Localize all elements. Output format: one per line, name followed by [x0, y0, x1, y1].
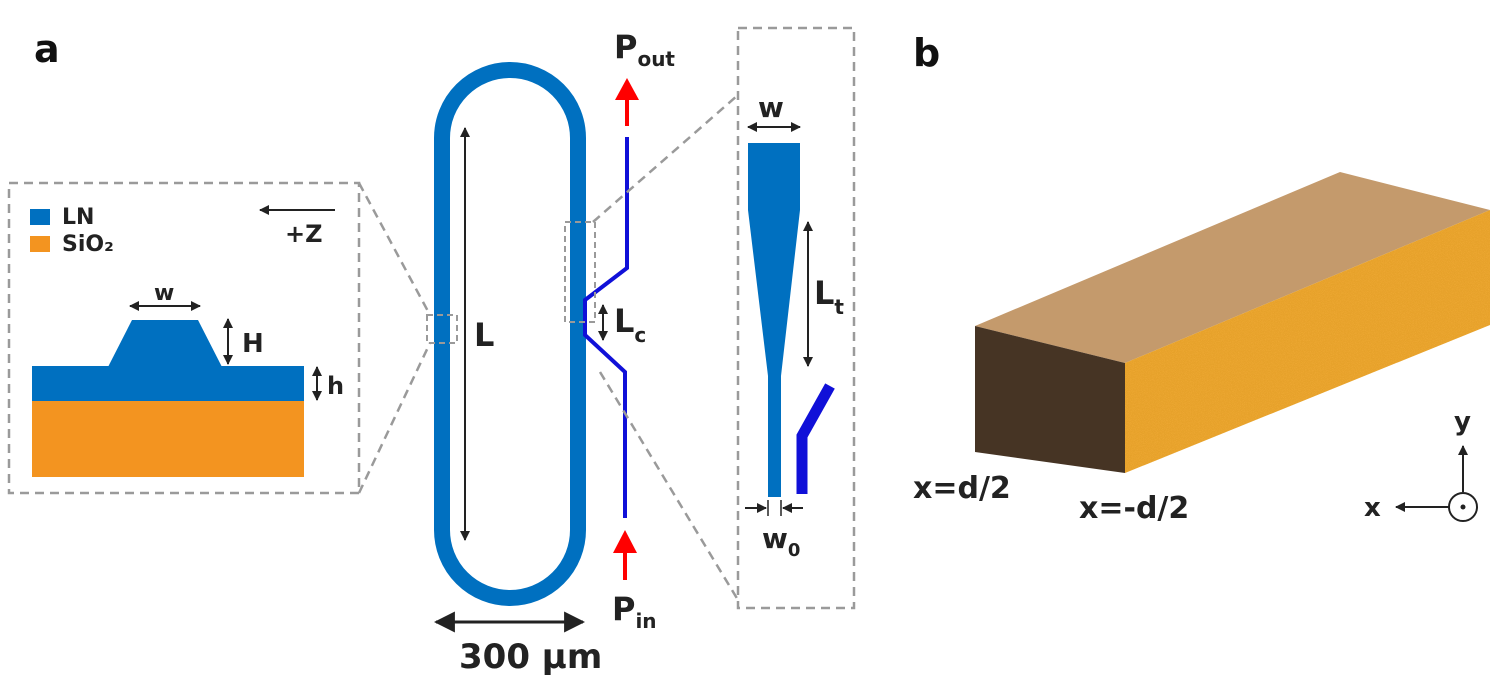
ln-slab	[32, 366, 304, 401]
w0-label: w0	[762, 522, 800, 561]
w-dimension-label: w	[154, 281, 174, 306]
cross-section-marker	[426, 314, 458, 344]
output-arrow-head	[615, 78, 639, 100]
coordinate-axes: y x	[1364, 407, 1478, 523]
z-axis-dot	[1460, 504, 1466, 510]
coupler-marker	[564, 221, 596, 323]
taper-w-label: w	[758, 91, 784, 124]
coupler-to-taper-line-top	[592, 94, 739, 223]
scale-bar-label: 300 µm	[459, 637, 602, 677]
block-end-face	[975, 326, 1125, 473]
taper-frame	[736, 26, 856, 610]
cross-section-inset: LN SiO₂ +Z w H h	[7, 181, 432, 495]
taper-waveguide	[748, 143, 800, 497]
p-in-label: Pin	[612, 590, 657, 633]
zoom-line-top	[357, 182, 432, 316]
bus-waveguide-path	[583, 137, 629, 387]
legend-swatch-ln	[30, 209, 50, 225]
p-out-label: Pout	[614, 28, 675, 71]
racetrack-ring	[434, 62, 586, 606]
coupler-to-taper-line-bottom	[598, 371, 740, 601]
substrate-sio2	[32, 400, 304, 477]
L-dimension-label: L	[474, 316, 494, 354]
panel-label-a: a	[34, 27, 60, 71]
label-x-negative: x=-d/2	[1079, 491, 1189, 526]
block-top-face	[975, 172, 1490, 363]
input-arrow-head	[613, 530, 637, 553]
Lt-dimension-label: Lt	[814, 274, 844, 319]
h-dimension-label: h	[327, 372, 344, 400]
taper-bus-segment	[796, 383, 835, 494]
ring-taper-section	[570, 170, 586, 338]
H-dimension-label: H	[242, 329, 264, 359]
zoom-line-bottom	[357, 342, 432, 494]
waveguide-block-3d	[975, 172, 1490, 473]
y-axis-label: y	[1454, 407, 1471, 437]
Lc-dimension-label: Lc	[614, 302, 646, 347]
ring-taper-section-lower	[570, 338, 586, 495]
legend-label-sio2: SiO₂	[62, 232, 114, 257]
racetrack-resonator: L 300 µm	[426, 62, 602, 677]
label-x-positive: x=d/2	[913, 471, 1011, 506]
legend-swatch-sio2	[30, 236, 50, 252]
legend-label-ln: LN	[62, 205, 94, 230]
block-side-texture	[1125, 210, 1490, 473]
z-direction-label: +Z	[285, 220, 323, 248]
ln-rib	[108, 320, 222, 367]
x-axis-label: x	[1364, 493, 1381, 523]
z-axis-out-of-page-icon	[1448, 492, 1478, 522]
taper-inset: w Lt w0	[736, 26, 856, 610]
bus-waveguide: Lc Pout Pin	[564, 28, 740, 633]
panel-label-b: b	[913, 31, 940, 75]
